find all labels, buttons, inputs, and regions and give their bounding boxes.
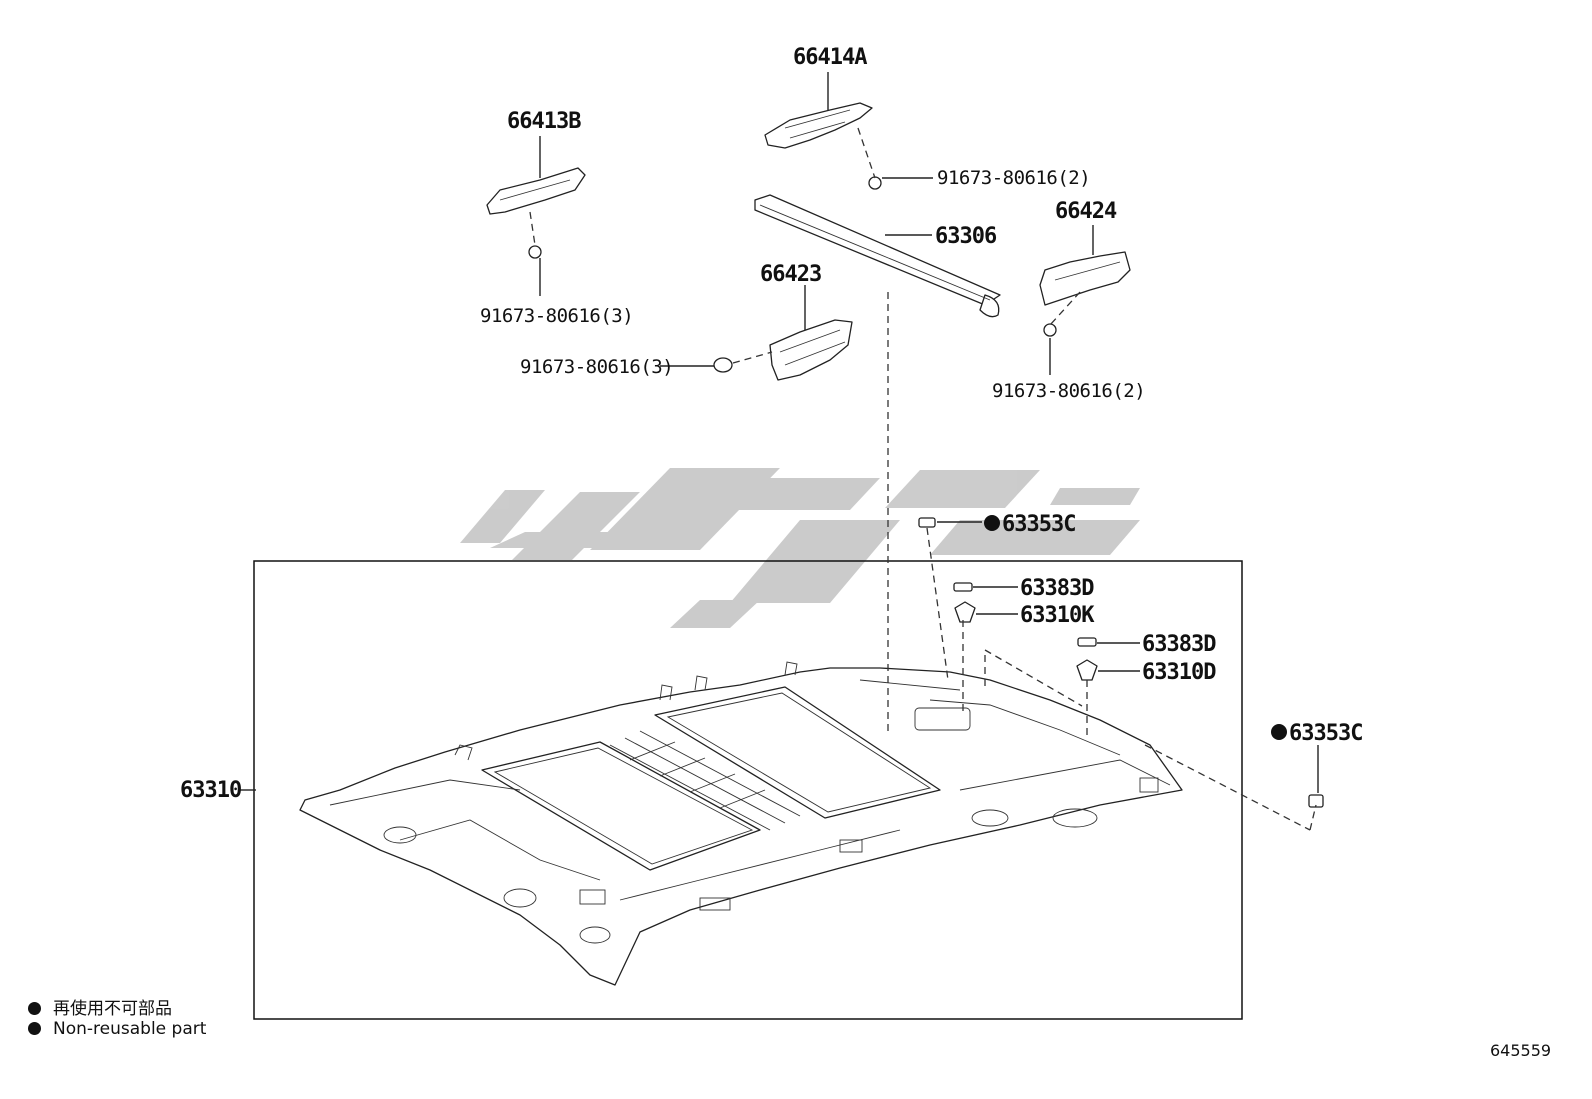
label-bolt-66414A: 91673-80616(2) xyxy=(937,167,1090,189)
label-63310: 63310 xyxy=(180,778,241,803)
label-66424: 66424 xyxy=(1055,199,1117,224)
label-66423: 66423 xyxy=(760,262,821,287)
bracket-66423 xyxy=(769,319,853,381)
watermark-logo xyxy=(460,468,1140,628)
label-63310K: 63310K xyxy=(1020,603,1095,628)
nonreusable-dot-icon xyxy=(28,1002,41,1015)
label-66414A: 66414A xyxy=(793,45,867,70)
label-bolt-66423: 91673-80616(3) xyxy=(520,356,673,378)
bolt-icon xyxy=(528,176,1057,373)
nonreusable-dot-icon xyxy=(28,1022,41,1035)
label-63310D: 63310D xyxy=(1142,660,1216,685)
diagram-number: 645559 xyxy=(1490,1041,1552,1060)
label-63353C-right: 63353C xyxy=(1289,721,1362,746)
legend-english-text: Non-reusable part xyxy=(53,1019,207,1039)
rail-63306 xyxy=(754,194,1001,318)
label-66413B: 66413B xyxy=(507,109,581,134)
nonreusable-dot-icon xyxy=(1271,724,1287,740)
label-63383D-1: 63383D xyxy=(1020,576,1094,601)
bracket-66414A xyxy=(764,102,873,149)
label-63306: 63306 xyxy=(935,224,997,249)
nonreusable-dot-icon xyxy=(984,515,1000,531)
leader-lines xyxy=(240,72,1319,793)
label-bolt-66424: 91673-80616(2) xyxy=(992,380,1145,402)
assembly-lines xyxy=(529,127,1317,831)
label-63383D-2: 63383D xyxy=(1142,632,1216,657)
clip-icon xyxy=(918,517,1324,808)
label-bolt-66413B: 91673-80616(3) xyxy=(480,305,633,327)
bracket-66413B xyxy=(486,167,586,215)
label-63353C-top: 63353C xyxy=(1002,512,1075,537)
legend-english: Non-reusable part xyxy=(28,1019,206,1039)
legend-japanese: 再使用不可部品 xyxy=(28,994,172,1019)
bracket-66424 xyxy=(1039,251,1131,306)
legend-japanese-text: 再使用不可部品 xyxy=(53,999,172,1019)
headliner-63310 xyxy=(299,661,1183,986)
